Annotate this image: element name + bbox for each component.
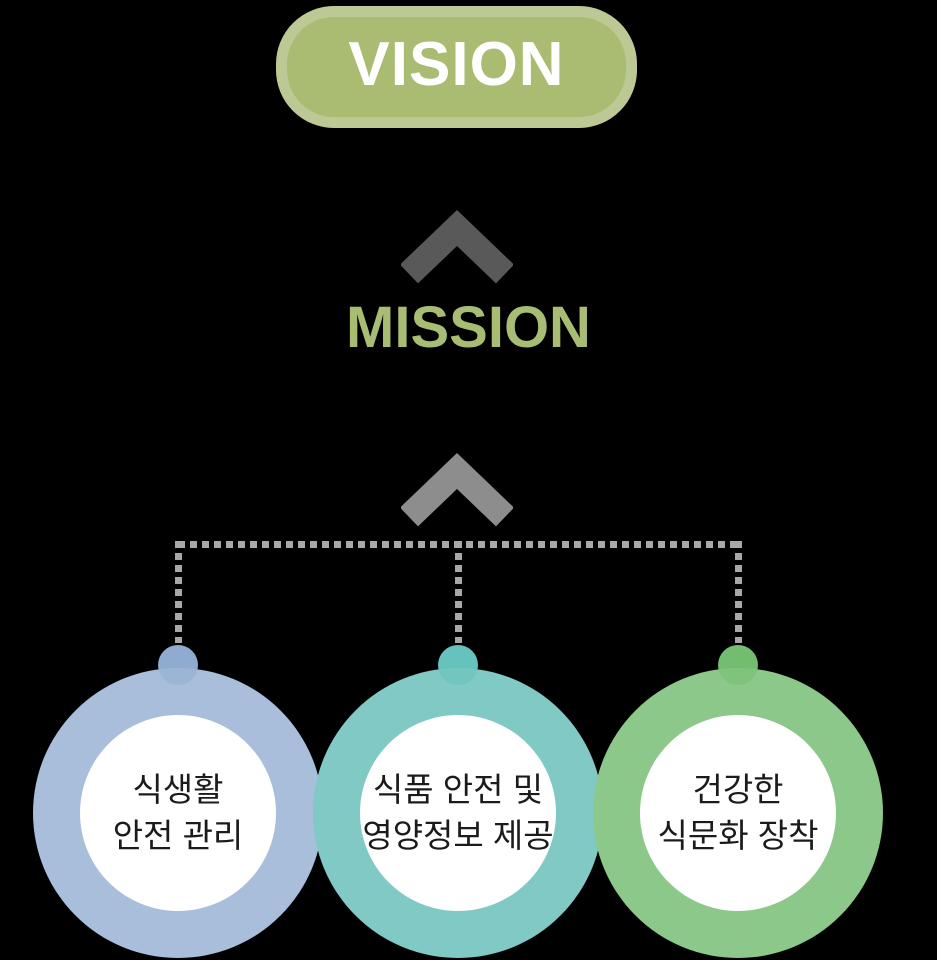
chevron-up-lower-path <box>401 452 513 527</box>
pillar-label-line1: 식생활 <box>132 771 224 809</box>
vision-label: VISION <box>348 30 565 99</box>
mission-label: MISSION <box>346 295 591 360</box>
pillar-bump-overlay <box>718 668 758 685</box>
pillar-label-line2: 안전 관리 <box>112 817 244 854</box>
connector-line-vertical-right <box>735 541 742 643</box>
pillar-circle-dietary-safety: 식생활 안전 관리 <box>33 668 323 958</box>
chevron-up-upper-icon <box>401 209 513 284</box>
pillar-bump-overlay <box>438 668 478 685</box>
pillar-label-line2: 영양정보 제공 <box>362 817 554 854</box>
pillar-inner-circle: 식품 안전 및 영양정보 제공 <box>360 715 556 911</box>
pillar-inner-circle: 식생활 안전 관리 <box>80 715 276 911</box>
pillar-bump-overlay <box>158 668 198 685</box>
pillar-label-line1: 식품 안전 및 <box>372 771 544 809</box>
connector-line-vertical-center <box>455 541 462 643</box>
pillar-circle-food-safety-nutrition: 식품 안전 및 영양정보 제공 <box>313 668 603 958</box>
chevron-up-upper-path <box>401 209 513 284</box>
pillar-inner-circle: 건강한 식문화 장착 <box>640 715 836 911</box>
pillar-label: 식품 안전 및 영양정보 제공 <box>362 767 553 858</box>
pillar-label-line2: 식문화 장착 <box>657 817 819 854</box>
pillar-label-line1: 건강한 <box>692 771 784 809</box>
connector-line-vertical-left <box>175 541 182 643</box>
chevron-up-lower-icon <box>401 452 513 527</box>
vision-badge: VISION <box>276 6 637 128</box>
pillar-label: 식생활 안전 관리 <box>113 767 244 858</box>
pillar-label: 건강한 식문화 장착 <box>658 767 819 858</box>
pillar-circle-healthy-food-culture: 건강한 식문화 장착 <box>593 668 883 958</box>
